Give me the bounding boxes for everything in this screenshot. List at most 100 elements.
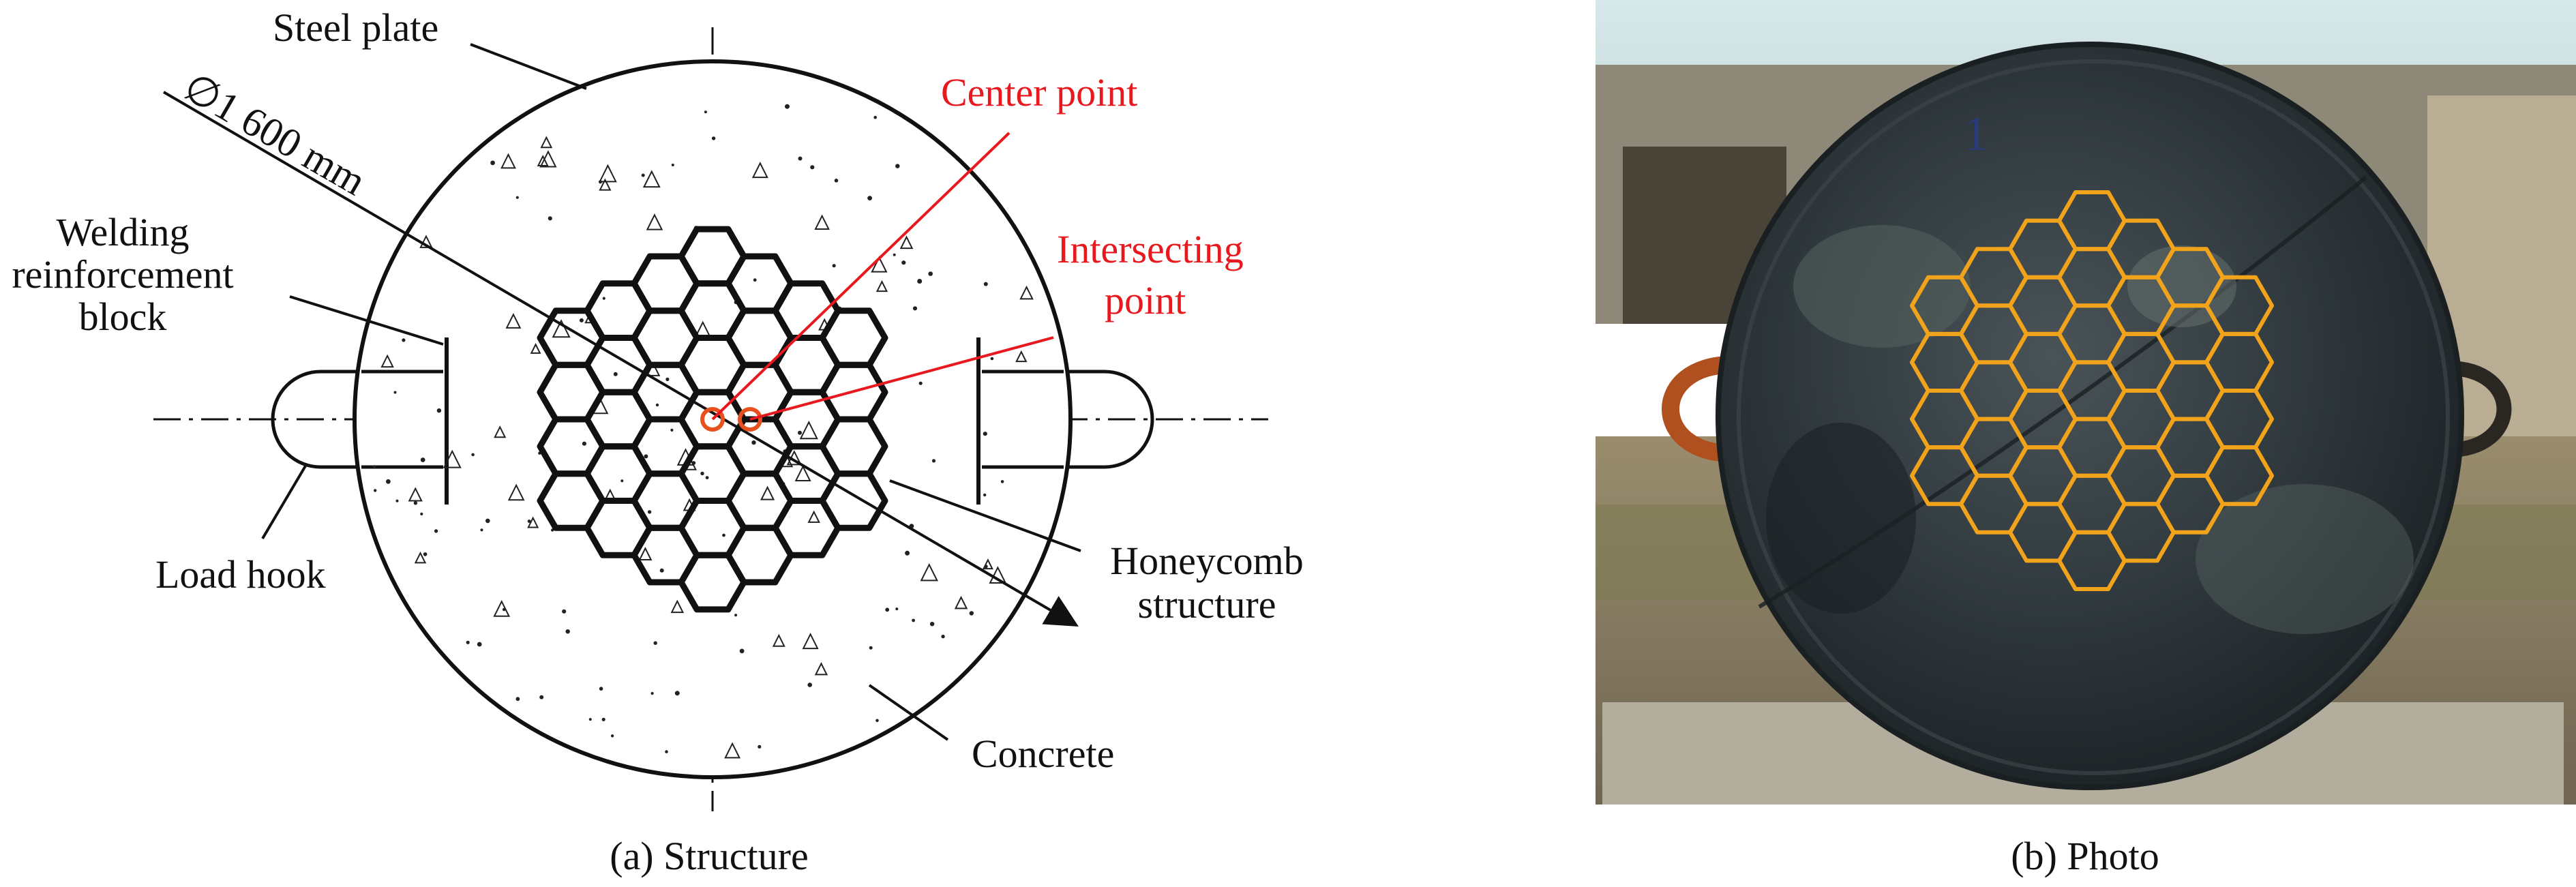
concrete-grain (983, 282, 988, 286)
concrete-grain (515, 196, 519, 199)
steel-plate-leader (470, 43, 587, 90)
concrete-grain (941, 634, 945, 639)
concrete-grain (644, 454, 648, 459)
concrete-grain (655, 403, 659, 407)
concrete-aggregate (380, 354, 394, 368)
concrete-grain (548, 216, 552, 221)
concrete-grain (420, 457, 425, 462)
photo-panel: 1 (b) Photo (1596, 0, 2576, 878)
center-point-leader (711, 132, 1010, 421)
concrete-grain (602, 297, 605, 300)
concrete-grain (912, 618, 915, 622)
concrete-aggregate (871, 256, 888, 273)
load-hook-right (982, 370, 1154, 469)
concrete-grain (562, 609, 567, 614)
concrete-grain (758, 745, 762, 749)
concrete-grain (931, 459, 936, 463)
concrete-grain (983, 493, 987, 497)
concrete-aggregate (530, 343, 541, 354)
concrete-grain (423, 552, 428, 556)
concrete-aggregate (419, 235, 433, 248)
concrete-grain (393, 391, 397, 394)
plate-patch (2196, 484, 2414, 634)
concrete-grain (402, 338, 406, 342)
intersecting-point-label-1: Intersecting (1057, 227, 1244, 271)
concrete-grain (588, 718, 592, 721)
concrete-grain (434, 529, 438, 533)
load-hook-right-inner (982, 370, 1064, 469)
concrete-aggregate (989, 566, 1007, 584)
concrete-grain (885, 607, 890, 612)
concrete-leader (868, 684, 949, 741)
concrete-aggregate (505, 313, 522, 329)
concrete-aggregate (599, 178, 612, 191)
concrete-aggregate (414, 551, 427, 564)
concrete-aggregate (638, 547, 653, 561)
concrete-grain (798, 156, 803, 161)
concrete-aggregate (982, 558, 993, 570)
concrete-grain (711, 136, 716, 140)
honeycomb-structure (537, 226, 888, 613)
welding-label-2: reinforcement (12, 252, 233, 297)
concrete-grain (650, 691, 654, 695)
concrete-grain (918, 381, 923, 385)
concrete-grain (873, 115, 877, 119)
concrete-grain (372, 465, 376, 468)
concrete-grain (551, 528, 554, 532)
photo-plate-rim (1737, 59, 2450, 775)
concrete-grain (610, 734, 614, 738)
concrete-aggregate (646, 213, 663, 230)
concrete-grain (929, 622, 935, 627)
photo-hook-left (1662, 356, 1733, 462)
concrete-grain (983, 432, 987, 436)
concrete-aggregate (443, 449, 462, 468)
concrete-aggregate (751, 162, 768, 179)
concrete-grain (386, 479, 391, 484)
concrete-grain (912, 306, 918, 311)
concrete-grain (905, 550, 910, 556)
load-hook-left (271, 370, 443, 469)
concrete-grain (653, 641, 657, 645)
concrete-grain (722, 533, 725, 537)
concrete-grain (480, 528, 483, 532)
diameter-label: ∅1 600 mm (177, 64, 374, 204)
photo-plate (1716, 42, 2464, 790)
concrete-grain (834, 179, 839, 183)
intersecting-point-label-2: point (1105, 278, 1186, 322)
concrete-aggregate (920, 563, 938, 582)
concrete-grain (539, 695, 544, 700)
concrete-aggregate (537, 154, 549, 166)
structure-caption: (a) Structure (610, 834, 808, 878)
concrete-grain (527, 520, 531, 523)
concrete-grain (620, 479, 624, 483)
honeycomb-label-2: structure (1138, 582, 1276, 627)
concrete-aggregate (802, 632, 819, 650)
concrete-grain (869, 646, 873, 650)
load-hook-leader (261, 462, 308, 540)
plate-mark: 1 (1964, 106, 1988, 161)
concrete-aggregate (507, 483, 525, 501)
steel-plate-label: Steel plate (273, 5, 438, 50)
concrete-aggregate (552, 319, 571, 338)
concrete-aggregate (642, 170, 661, 188)
concrete-grain (671, 164, 674, 166)
concrete-aggregate (875, 280, 888, 292)
concrete-aggregate (899, 235, 914, 250)
concrete-grain (928, 271, 933, 276)
concrete-grain (969, 611, 974, 616)
concrete-grain (490, 160, 495, 166)
plate-patch (2127, 245, 2236, 327)
concrete-grain (807, 682, 812, 687)
concrete-grain (665, 377, 670, 382)
welding-block-leader (289, 295, 444, 346)
honeycomb-leader (889, 479, 1081, 552)
concrete-grain (670, 428, 674, 432)
concrete-grain (734, 614, 738, 617)
concrete-grain (739, 648, 745, 654)
concrete-grain (641, 173, 645, 177)
concrete-grain (798, 430, 802, 435)
concrete-grain (413, 501, 418, 505)
photo-hook-right (2447, 361, 2512, 457)
concrete-grain (901, 260, 906, 265)
concrete-aggregate (814, 214, 830, 230)
